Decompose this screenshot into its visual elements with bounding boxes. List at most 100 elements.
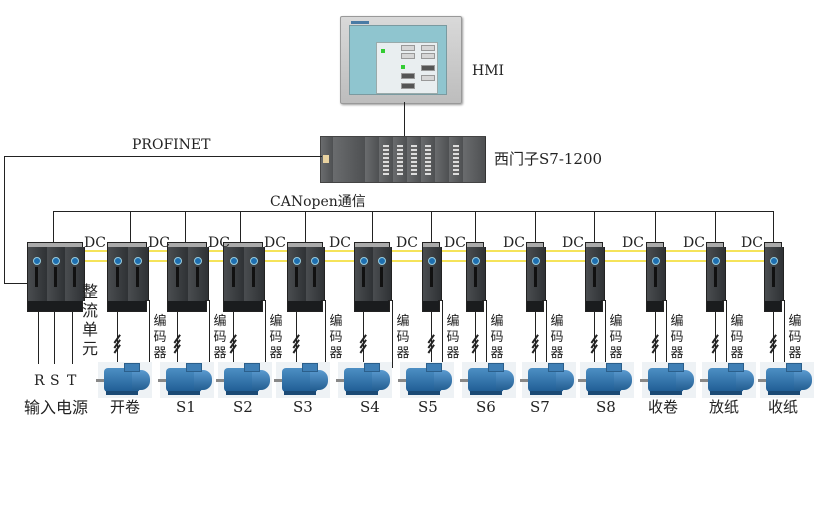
encoder-cable bbox=[442, 300, 443, 368]
plc-module bbox=[435, 137, 450, 182]
motor-icon bbox=[158, 362, 214, 398]
motor-label: S1 bbox=[176, 398, 196, 416]
encoder-char: 编 bbox=[788, 314, 802, 329]
encoder-char: 编 bbox=[670, 314, 684, 329]
encoder-cable bbox=[261, 300, 266, 301]
phase-r-label: R bbox=[34, 373, 45, 389]
encoder-cable bbox=[546, 300, 547, 368]
encoder-char: 编 bbox=[329, 314, 343, 329]
motor-label: 开卷 bbox=[110, 398, 141, 416]
motor-label: S2 bbox=[233, 398, 253, 416]
encoder-cable bbox=[205, 300, 210, 301]
servo-drive bbox=[646, 242, 666, 312]
canopen-drop-line bbox=[53, 211, 54, 242]
drive-knob-icon bbox=[591, 257, 599, 265]
plc-s7-1200 bbox=[320, 136, 486, 183]
servo-drive bbox=[466, 242, 486, 312]
motor-label: 收卷 bbox=[648, 398, 679, 416]
canopen-drop-line bbox=[305, 211, 306, 242]
encoder-char: 码 bbox=[609, 330, 623, 345]
canopen-drop-line bbox=[431, 211, 432, 242]
servo-drive bbox=[526, 242, 546, 312]
motor-icon bbox=[96, 362, 152, 398]
phase-t-line bbox=[72, 312, 73, 364]
plc-module bbox=[365, 137, 380, 182]
canopen-bus bbox=[53, 211, 773, 212]
run-indicator-icon bbox=[401, 65, 405, 69]
motor-label: S6 bbox=[476, 398, 496, 416]
siemens-logo bbox=[351, 21, 369, 24]
encoder-cable bbox=[542, 300, 547, 301]
encoder-char: 器 bbox=[730, 346, 744, 361]
canopen-drop-line bbox=[594, 211, 595, 242]
dc-label: DC bbox=[444, 235, 466, 251]
canopen-drop-line bbox=[372, 211, 373, 242]
rectifier-char: 元 bbox=[82, 339, 99, 358]
canopen-drop-line bbox=[475, 211, 476, 242]
status-indicator-icon bbox=[381, 49, 385, 53]
dc-label: DC bbox=[264, 235, 286, 251]
phase-s-label: S bbox=[50, 373, 60, 389]
plc-cpu-module bbox=[333, 137, 366, 182]
encoder-char: 器 bbox=[550, 346, 564, 361]
motor-label: S3 bbox=[293, 398, 313, 416]
servo-drive bbox=[422, 242, 442, 312]
encoder-cable bbox=[145, 300, 150, 301]
drive-knob-icon bbox=[712, 257, 720, 265]
drive-knob-icon bbox=[360, 257, 368, 265]
encoder-char: 编 bbox=[269, 314, 283, 329]
encoder-char: 码 bbox=[490, 330, 504, 345]
motor-icon bbox=[274, 362, 330, 398]
servo-drive bbox=[287, 242, 325, 312]
motor-icon bbox=[640, 362, 696, 398]
drive-knob-icon bbox=[472, 257, 480, 265]
encoder-char: 码 bbox=[396, 330, 410, 345]
encoder-cable bbox=[605, 300, 606, 368]
rectifier-char: 单 bbox=[82, 320, 99, 339]
hmi-panel bbox=[340, 16, 462, 104]
encoder-char: 编 bbox=[446, 314, 460, 329]
encoder-label: 编码器 bbox=[490, 314, 504, 362]
encoder-char: 码 bbox=[213, 330, 227, 345]
plc-io-module bbox=[421, 137, 436, 182]
profinet-line bbox=[4, 156, 322, 157]
encoder-cable bbox=[601, 300, 606, 301]
hmi-button bbox=[401, 83, 415, 89]
plc-module bbox=[463, 137, 486, 182]
encoder-cable bbox=[209, 300, 210, 368]
encoder-char: 编 bbox=[550, 314, 564, 329]
dc-label: DC bbox=[148, 235, 170, 251]
phase-r-line bbox=[38, 312, 39, 364]
plc-io-module bbox=[449, 137, 464, 182]
encoder-char: 码 bbox=[269, 330, 283, 345]
drive-knob-icon bbox=[652, 257, 660, 265]
encoder-char: 器 bbox=[153, 346, 167, 361]
phase-s-line bbox=[54, 312, 55, 364]
motor-label: 收纸 bbox=[768, 398, 799, 416]
encoder-cable bbox=[149, 300, 150, 368]
drive-knob-icon bbox=[52, 257, 60, 265]
plc-io-module bbox=[379, 137, 394, 182]
canopen-drop-line bbox=[130, 211, 131, 242]
dc-label: DC bbox=[683, 235, 705, 251]
encoder-char: 器 bbox=[670, 346, 684, 361]
dc-label: DC bbox=[396, 235, 418, 251]
encoder-char: 码 bbox=[670, 330, 684, 345]
hmi-label: HMI bbox=[472, 63, 505, 79]
encoder-label: 编码器 bbox=[269, 314, 283, 362]
encoder-char: 码 bbox=[550, 330, 564, 345]
encoder-char: 编 bbox=[153, 314, 167, 329]
motor-label: 放纸 bbox=[709, 398, 740, 416]
dc-label: DC bbox=[562, 235, 584, 251]
motor-icon bbox=[460, 362, 516, 398]
encoder-char: 器 bbox=[396, 346, 410, 361]
motor-icon bbox=[336, 362, 392, 398]
encoder-char: 器 bbox=[609, 346, 623, 361]
profinet-port-icon bbox=[323, 155, 329, 163]
motor-icon bbox=[398, 362, 454, 398]
encoder-char: 码 bbox=[446, 330, 460, 345]
encoder-label: 编码器 bbox=[788, 314, 802, 362]
hmi-button bbox=[421, 65, 435, 71]
encoder-label: 编码器 bbox=[153, 314, 167, 362]
hmi-button bbox=[401, 45, 415, 51]
